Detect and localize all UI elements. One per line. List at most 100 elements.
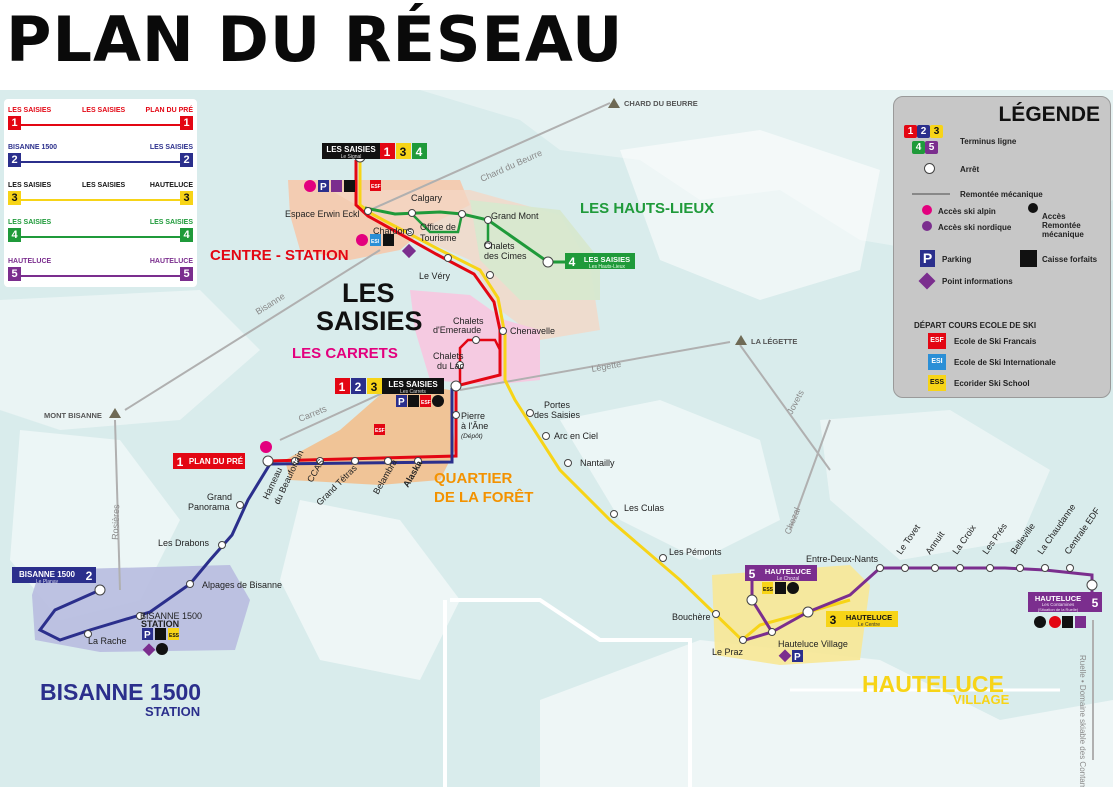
stop-chenavelle[interactable]: Chenavelle [510,326,555,336]
stop-lac-1[interactable]: Chalets [433,351,464,361]
stop-grand-pano-1[interactable]: Grand [207,492,232,502]
lift-rosieres [114,419,121,591]
stop-le-very[interactable]: Le Véry [419,271,451,281]
terminal-plan-du-pre[interactable]: 1 PLAN DU PRÉ [173,453,245,469]
terminal-hauteluce-chozal[interactable]: 5 HAUTELUCE Le Chozal [745,565,817,582]
stop-emeraude-1[interactable]: Chalets [453,316,484,326]
esi-badge: ESI [928,354,946,370]
svg-text:Les Hauts-Lieux: Les Hauts-Lieux [589,264,626,270]
area-carrets: LES CARRETS [292,345,398,362]
stop-drabons[interactable]: Les Drabons [158,538,210,548]
page-title: PLAN DU RÉSEAU [6,3,624,76]
legend-esi: Ecole de Ski Internationale [954,358,1056,367]
stop-bisanne-1500[interactable]: BISANNE 1500 [140,611,202,621]
area-foret: DE LA FORÊT [434,488,533,506]
stop-office-2[interactable]: Tourisme [420,233,457,243]
stop-les-culas[interactable]: Les Culas [624,503,665,513]
stop-cimes-2[interactable]: des Cimes [484,251,527,261]
terrain-west [0,290,260,430]
area-bisanne: BISANNE 1500 [40,679,201,705]
svg-text:BISANNE 1500: BISANNE 1500 [19,570,76,579]
svg-text:LES SAISIES: LES SAISIES [326,145,376,154]
stop-cimes-1[interactable]: Chalets [484,241,515,251]
terminal-contamines[interactable]: HAUTELUCE Les Contamines (Situation de l… [1028,592,1102,612]
terminal-hauteluce-centre[interactable]: 3 HAUTELUCE Le Centre [826,611,898,628]
zone-hauts-lieux [470,200,600,300]
legend-esf: Ecole de Ski Francais [954,337,1037,346]
legend-alpine: Accès ski alpin [938,207,996,216]
stop-lac-2[interactable]: du Lac [437,361,465,371]
svg-text:Le Signal: Le Signal [341,154,362,160]
esf-badge: ESF [928,333,946,349]
ski-nordic-icon [922,221,932,231]
stop-espace[interactable]: Espace Erwin Eckl [285,209,360,219]
stop-la-rache[interactable]: La Rache [88,636,127,646]
legend-lift: Remontée mécanique [960,190,1043,199]
ski-pass-icon [344,180,355,192]
legend-school-title: DÉPART COURS ECOLE DE SKI [914,321,1037,330]
ski-alpin-icon [922,205,932,215]
stop-grand-pano-2[interactable]: Panorama [188,502,230,512]
svg-text:4: 4 [416,145,423,159]
services-chardons: ESI [356,234,417,259]
svg-text:(Situation de la Ruelle): (Situation de la Ruelle) [1038,607,1079,612]
stop-le-praz[interactable]: Le Praz [712,647,744,657]
parking-icon: P [920,250,935,267]
legend-title: LÉGENDE [998,103,1100,126]
peak-legette-label: LA LÉGETTE [751,337,797,346]
svg-text:PLAN DU PRÉ: PLAN DU PRÉ [189,457,244,466]
svg-text:ESF: ESF [375,428,385,434]
svg-text:1: 1 [384,145,391,159]
area-les: LES [342,278,395,308]
bus-line-1 [267,160,502,463]
svg-text:1: 1 [177,455,184,469]
stop-grand-mont[interactable]: Grand Mont [491,211,539,221]
lift-legend-icon [912,193,950,195]
svg-text:3: 3 [371,380,378,394]
peak-icon [109,408,121,418]
legend-cashier: Caisse forfaits [1042,255,1098,264]
terminal-carrets[interactable]: 1 2 3 LES SAISIES Les Carrets [335,378,444,395]
stop-office-1[interactable]: Office de [420,222,456,232]
services-signal: P ESF [304,180,381,193]
stop-les-pemonts[interactable]: Les Pémonts [669,547,722,557]
stop-legend-icon [924,163,935,174]
stop-portes-2[interactable]: des Saisies [534,410,581,420]
terminal-bisanne[interactable]: BISANNE 1500 Le Planay 2 [12,567,96,585]
stop-portes-1[interactable]: Portes [544,400,571,410]
stop-alpages[interactable]: Alpages de Bisanne [202,580,282,590]
stop-arc-en-ciel[interactable]: Arc en Ciel [554,431,598,441]
ess-badge: ESS [928,375,946,391]
stop-emeraude-2[interactable]: d'Emeraude [433,325,481,335]
info-point-icon [331,180,342,192]
stop-nantailly[interactable]: Nantailly [580,458,615,468]
svg-text:3: 3 [400,145,407,159]
svg-text:3: 3 [830,613,837,627]
stop-entre-deux-nants[interactable]: Entre-Deux-Nants [806,554,879,564]
peak-bisanne-label: MONT BISANNE [44,411,102,420]
stops-layer [84,151,1098,644]
stop-bouchere[interactable]: Bouchère [672,612,711,622]
lift-carrets [279,384,401,441]
info-point-icon [918,272,936,290]
svg-text:Les Contamines: Les Contamines [1042,602,1075,607]
area-hauteluce: HAUTELUCE [862,671,1004,697]
lines-legend: LES SAISIES LES SAISIES PLAN DU PRÉ 1 1 … [4,99,197,287]
terminal-signal[interactable]: LES SAISIES Le Signal 1 3 4 [322,143,427,160]
terminal-hauts-lieux[interactable]: 4 LES SAISIES Les Hauts-Lieux [565,253,635,270]
stop-chardons[interactable]: Chardons [373,226,413,236]
area-centre-station: CENTRE - STATION [210,247,349,264]
stop-calgary[interactable]: Calgary [411,193,443,203]
peak-icon [608,98,620,108]
svg-text:P: P [398,397,405,408]
legend-stop: Arrêt [960,165,980,174]
stop-hauteluce-village[interactable]: Hauteluce Village [778,639,848,649]
svg-text:Les Carrets: Les Carrets [400,389,426,395]
svg-text:5: 5 [1092,596,1099,610]
stop-pierre-1[interactable]: Pierre [461,411,485,421]
svg-text:HAUTELUCE: HAUTELUCE [1035,594,1081,603]
stop-pierre-2[interactable]: à l'Âne [461,421,488,431]
legend-nordic: Accès ski nordique [938,223,1012,232]
